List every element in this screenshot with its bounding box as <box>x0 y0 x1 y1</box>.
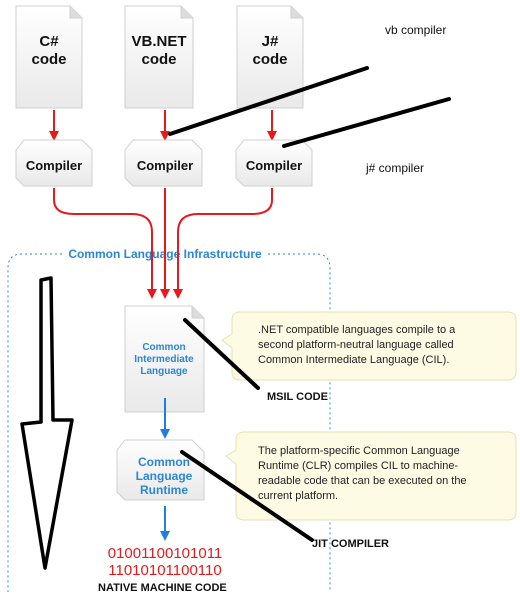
callout-clr-line1: The platform-specific Common Language <box>258 445 460 457</box>
cil-label-line3: Language <box>140 366 188 377</box>
clr-label-line1: Common <box>138 455 190 469</box>
source-sub-jsharp: code <box>252 51 287 68</box>
callout-clr-line4: current platform. <box>258 490 338 502</box>
cli-region-border <box>7 253 331 592</box>
red-flow-right <box>173 188 273 299</box>
annotation-jit-compiler: JIT COMPILER <box>312 538 389 550</box>
binary-line-2: 11010101100110 <box>108 562 221 579</box>
clr-label-line2: Language <box>136 469 193 483</box>
callout-cil: .NET compatible languages compile to a s… <box>221 311 517 381</box>
annotation-line-jit <box>180 450 314 542</box>
callout-clr: The platform-specific Common Language Ru… <box>225 431 517 521</box>
big-down-arrow <box>20 276 74 570</box>
binary-line-1: 01001100101011 <box>108 545 223 562</box>
annotation-native-machine-code: NATIVE MACHINE CODE <box>98 582 227 594</box>
callout-clr-line2: Runtime (CLR) compiles CIL to machine- <box>258 460 458 472</box>
annotation-msil-code: MSIL CODE <box>267 391 328 403</box>
source-sub-vbnet: code <box>141 51 176 68</box>
compiler-label-csharp: Compiler <box>26 158 82 173</box>
callout-cil-line2: second platform-neutral language called <box>258 339 454 351</box>
red-flow-left <box>53 188 157 299</box>
callout-cil-line3: Common Intermediate Language (CIL). <box>258 354 449 366</box>
source-doc-csharp: C# code <box>15 5 83 109</box>
source-sub-csharp: code <box>31 51 66 68</box>
source-label-jsharp: J# <box>262 33 279 50</box>
compiler-box-vbnet: Compiler <box>124 139 203 187</box>
source-label-csharp: C# <box>39 33 59 50</box>
source-label-vbnet: VB.NET <box>131 33 186 50</box>
cil-label-line1: Common <box>142 342 185 353</box>
compiler-label-vbnet: Compiler <box>137 158 193 173</box>
callout-clr-line3: readable code that can be executed on th… <box>258 475 467 487</box>
annotation-line-j-compiler <box>282 97 451 148</box>
callout-cil-line1: .NET compatible languages compile to a <box>258 324 456 336</box>
compiler-box-csharp: Compiler <box>15 139 93 187</box>
clr-box: Common Language Runtime <box>116 439 205 501</box>
compiler-box-jsharp: Compiler <box>235 139 313 187</box>
cil-label-line2: Intermediate <box>134 354 194 365</box>
annotation-line-vb-compiler <box>168 66 369 136</box>
source-doc-jsharp: J# code <box>236 5 304 109</box>
annotation-vb-compiler: vb compiler <box>385 23 446 37</box>
source-doc-vbnet: VB.NET code <box>124 5 194 109</box>
compiler-label-jsharp: Compiler <box>246 158 302 173</box>
annotation-j-compiler: j# compiler <box>365 161 424 175</box>
cil-box: Common Intermediate Language <box>124 305 205 413</box>
clr-label-line3: Runtime <box>140 483 188 497</box>
annotation-line-msil <box>183 318 260 390</box>
